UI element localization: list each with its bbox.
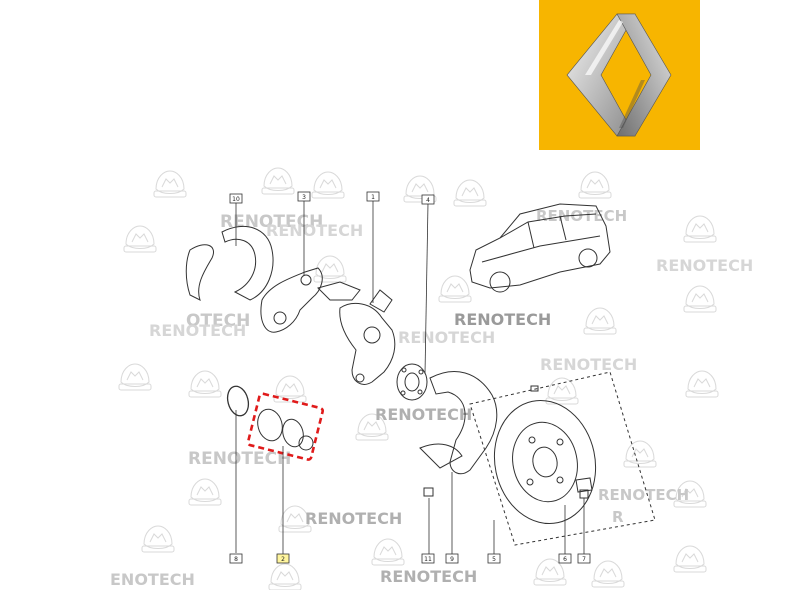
watermark-13: RENOTECH: [598, 486, 689, 504]
callout-box-4: [421, 194, 435, 205]
callout-label-4: 4: [426, 197, 430, 204]
watermark-14: R: [612, 508, 624, 526]
watermark-11: RENOTECH: [188, 449, 291, 469]
callout-box-2: [276, 553, 290, 564]
bearing-highlight-box: [246, 392, 324, 461]
renault-logo: [539, 0, 700, 150]
callout-box-9: [445, 553, 459, 564]
callout-label-10: 10: [232, 196, 240, 203]
callout-box-10: [229, 193, 243, 204]
callout-label-3: 3: [302, 194, 306, 201]
brake-dust-shield-10: [185, 225, 274, 301]
steering-knuckle-1: [339, 289, 396, 385]
callout-box-7: [577, 553, 591, 564]
callout-label-7: 7: [582, 556, 586, 563]
watermark-6: RENOTECH: [149, 321, 246, 340]
watermark-1: RENOTECH: [220, 212, 323, 232]
circlip-8: [226, 385, 250, 417]
callout-label-1: 1: [371, 194, 375, 201]
watermark-15: ENOTECH: [110, 570, 195, 589]
watermark-2: RENOTECH: [266, 221, 363, 240]
callout-box-6: [558, 553, 572, 564]
vehicle-sketch: [469, 203, 611, 293]
callout-box-11: [421, 553, 435, 564]
callout-label-5: 5: [492, 556, 496, 563]
callout-box-3: [297, 191, 311, 202]
wheel-hub-4: [396, 363, 428, 401]
callout-box-8: [229, 553, 243, 564]
watermarks: RENOTECH RENOTECH RENOTECH RENOTECH QTEC…: [110, 207, 753, 589]
callout-box-1: [366, 191, 380, 202]
callouts: [229, 191, 591, 564]
callout-label-11: 11: [424, 556, 432, 563]
backing-plate-9: [419, 371, 498, 475]
bearing-kit-2: [246, 392, 324, 461]
renault-diamond-icon: [566, 13, 672, 137]
watermark-5: QTECH: [186, 311, 250, 331]
callout-label-2: 2: [281, 556, 285, 563]
callout-label-6: 6: [563, 556, 567, 563]
watermark-12: RENOTECH: [305, 509, 402, 528]
watermark-16: RENOTECH: [380, 567, 477, 586]
callout-labels: 10 3 1 4 8 2 11 9 5 6 7: [232, 194, 586, 563]
callout-label-9: 9: [450, 556, 454, 563]
watermark-7: RENOTECH: [454, 310, 551, 329]
callout-label-8: 8: [234, 556, 238, 563]
watermark-3: RENOTECH: [536, 207, 627, 225]
watermark-9: RENOTECH: [540, 355, 637, 374]
watermark-4: RENOTECH: [656, 256, 753, 275]
watermark-8: RENOTECH: [398, 328, 495, 347]
watermark-10: RENOTECH: [375, 405, 472, 424]
callout-box-5: [487, 553, 501, 564]
brake-disc-5: [469, 371, 656, 546]
small-hardware: [298, 385, 593, 499]
steering-knuckle-3: [260, 267, 361, 333]
